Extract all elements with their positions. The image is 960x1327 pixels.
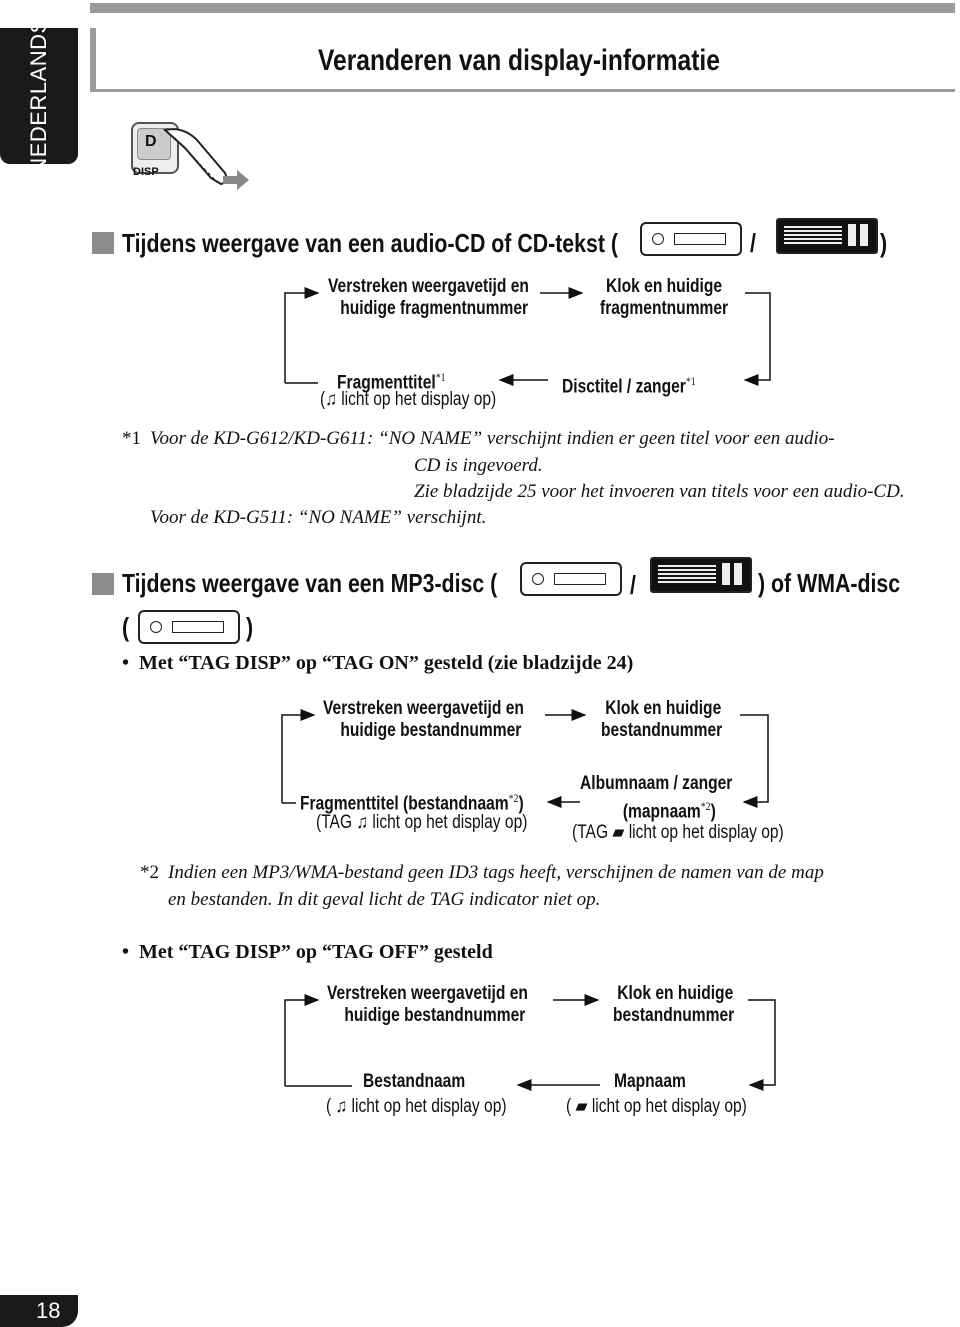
footnote1-line4: Voor de KD-G511: “NO NAME” verschijnt. [150,507,487,528]
page-number: 18 [36,1298,61,1323]
section2-heading: Tijdens weergave van een MP3-disc ( [122,568,498,598]
disp-button-illustration: D DISP [125,118,270,198]
display-type-icon-dark [776,218,878,254]
section-marker [92,573,114,595]
footnote1-mark: *1 [122,428,141,449]
header-bar [90,3,955,13]
music-note-icon: ♫ [325,389,337,410]
flow2-bottom-right-sub: (TAG ▰ licht op het display op) [572,822,784,843]
section1-heading: Tijdens weergave van een audio-CD of CD-… [122,228,619,258]
heading-open2: ( [122,612,130,642]
flow-bottom-left-sub: (♫ licht op het display op) [320,389,497,410]
flow3-bottom-left-sub: ( ♫ licht op het display op) [326,1096,507,1117]
key-sublabel: DISP [133,166,159,178]
finger-press-icon [162,128,249,190]
flow-bottom-left: Fragmenttitel*1 [337,370,446,394]
footnote1-line1: Voor de KD-G612/KD-G611: “NO NAME” versc… [150,428,835,449]
display-type-icon [138,610,240,644]
page-title: Veranderen van display-informatie [318,44,720,77]
footnote2-mark: *2 [140,862,159,883]
heading-close2: ) [246,612,254,642]
language-tab: NEDERLANDS [0,18,78,174]
flow-bottom-right: Disctitel / zanger*1 [562,374,696,398]
flow3-bottom-right-sub: ( ▰ licht op het display op) [566,1096,747,1117]
music-note-icon: ♫ [335,1096,348,1117]
heading-slash: / [750,228,756,258]
section-marker [92,232,114,254]
folder-icon: ▰ [575,1096,588,1117]
flow2-bottom-left-sub: (TAG ♫ licht op het display op) [316,812,528,833]
bullet2: • Met “TAG DISP” op “TAG OFF” gesteld [122,941,493,963]
heading-close: ) [880,228,888,258]
flow2-bottom-left: Fragmenttitel (bestandnaam*2) [300,791,524,815]
footnote2-line1: Indien een MP3/WMA-bestand geen ID3 tags… [168,862,824,883]
display-type-icon [640,222,742,256]
bullet1: • Met “TAG DISP” op “TAG ON” gesteld (zi… [122,652,634,674]
header-box [90,28,955,92]
key-letter: D [145,133,157,150]
flow2-bottom-right: Albumnaam / zanger (mapnaam*2) [580,773,733,823]
display-type-icon [520,562,622,596]
flow3-bottom-left: Bestandnaam [363,1071,466,1092]
disp-key: D [131,122,179,174]
heading-slash: / [630,570,636,600]
footnote1-line3: Zie bladzijde 25 voor het invoeren van t… [414,481,905,502]
display-type-icon-dark [650,557,752,593]
music-note-icon: ♫ [356,812,369,833]
page-number-tab: 18 [0,1295,78,1327]
heading-close-wma: ) of WMA-disc [758,568,901,598]
flow3-bottom-right: Mapnaam [614,1071,686,1092]
folder-icon: ▰ [612,822,625,843]
footnote1-line2: CD is ingevoerd. [414,455,543,476]
footnote2-line2: en bestanden. In dit geval licht de TAG … [168,889,601,910]
